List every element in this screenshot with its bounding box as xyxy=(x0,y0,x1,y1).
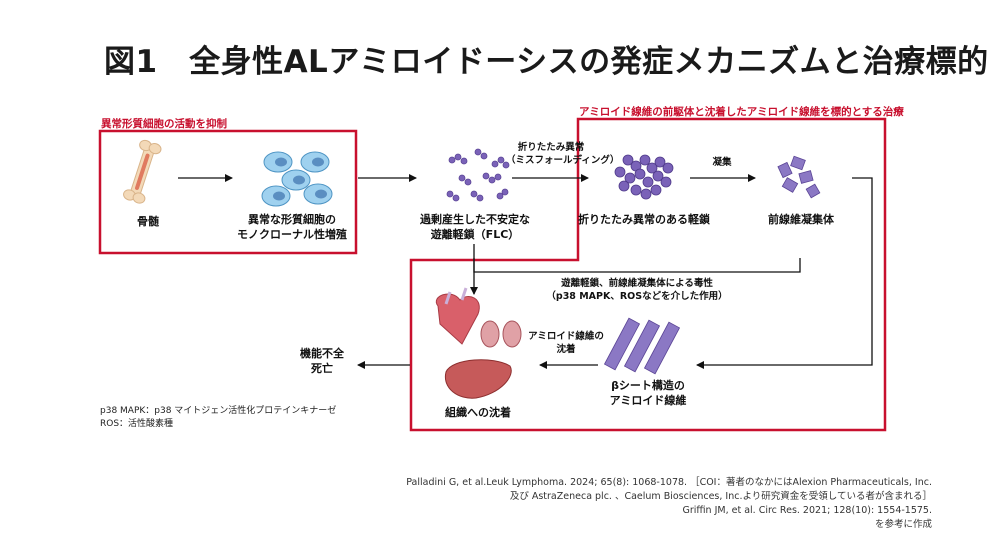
beta-fibril-label: βシート構造の アミロイド線維 xyxy=(609,379,687,407)
reference-list: Palladini G, et al.Leuk Lymphoma. 2024; … xyxy=(406,476,932,532)
plasma-cells-icon xyxy=(261,151,333,207)
tissue-deposit-label: 組織への沈着 xyxy=(445,406,511,419)
toxicity-label: 遊離軽鎖、前線維凝集体による毒性 （p38 MAPK、ROSなどを介した作用） xyxy=(546,278,728,302)
flc-label: 過剰産生した不安定な 遊離軽鎖（FLC） xyxy=(420,213,530,241)
deposit-arrow-label: アミロイド線維の 沈着 xyxy=(528,331,604,355)
target-frame-left xyxy=(98,129,358,255)
reference-item: Griffin JM, et al. Circ Res. 2021; 128(1… xyxy=(682,505,932,516)
plasma-cell-label: 異常な形質細胞の モノクローナル性増殖 xyxy=(237,213,347,241)
bone-icon xyxy=(123,139,162,204)
arrow-prefibril-to-beta xyxy=(696,177,873,369)
misfolded-label: 折りたたみ異常のある軽鎖 xyxy=(578,213,710,226)
prefibril-label: 前線維凝集体 xyxy=(768,213,834,226)
free-light-chain-icon xyxy=(446,148,510,202)
target-frame-right xyxy=(409,117,887,432)
flow-diagram xyxy=(98,117,887,432)
misfold-arrow-label: 折りたたみ異常 （ミスフォールディング） xyxy=(506,142,620,166)
misfolded-light-chain-icon xyxy=(614,154,674,200)
abbreviation-item: p38 MAPK：p38 マイトジェン活性化プロテインキナーゼ xyxy=(100,406,337,416)
abbreviation-list: p38 MAPK：p38 マイトジェン活性化プロテインキナーゼ ROS：活性酸素… xyxy=(100,405,336,431)
bone-marrow-label: 骨髄 xyxy=(137,215,159,228)
aggregate-arrow-label: 凝集 xyxy=(712,157,732,168)
beta-sheet-fibril-icon xyxy=(603,317,681,375)
page-title: 図1 全身性ALアミロイドーシスの発症メカニズムと治療標的 xyxy=(104,44,989,80)
abbreviation-item: ROS：活性酸素種 xyxy=(100,419,174,429)
target-label-left: 異常形質細胞の活動を抑制 xyxy=(101,118,227,130)
reference-item: Palladini G, et al.Leuk Lymphoma. 2024; … xyxy=(406,477,932,488)
outcome-label: 機能不全 死亡 xyxy=(300,347,344,375)
prefibril-aggregate-icon xyxy=(777,155,821,199)
reference-item: を参考に作成 xyxy=(874,519,932,530)
organs-icon xyxy=(435,287,522,399)
target-label-right: アミロイド線維の前駆体と沈着したアミロイド線維を標的とする治療 xyxy=(579,106,904,118)
reference-item: 及び AstraZeneca plc. 、Caelum Biosciences,… xyxy=(509,491,932,502)
